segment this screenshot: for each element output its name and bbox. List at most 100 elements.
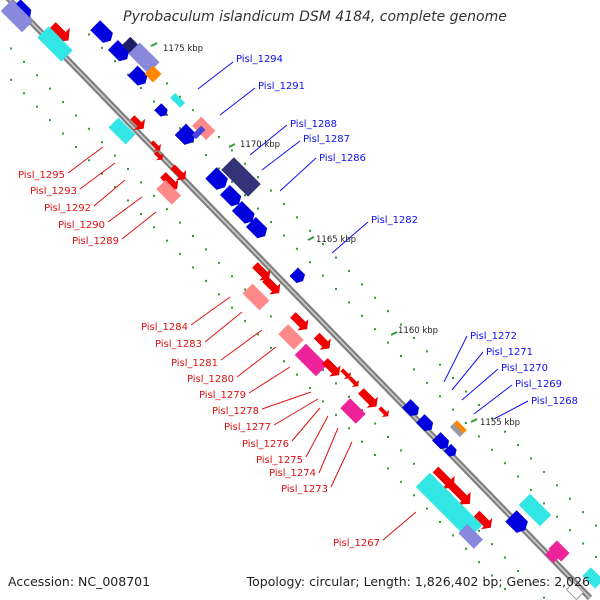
gene-arrow[interactable] bbox=[443, 443, 459, 459]
guide-dot bbox=[36, 105, 38, 108]
gene-arrow[interactable] bbox=[259, 273, 284, 298]
gene-block[interactable] bbox=[191, 125, 206, 140]
gene-block[interactable] bbox=[128, 42, 160, 74]
gene-arrow[interactable] bbox=[432, 432, 452, 452]
gene-label[interactable]: Pisl_1293 bbox=[30, 186, 77, 197]
guide-dot bbox=[439, 521, 441, 524]
gene-label[interactable]: Pisl_1292 bbox=[44, 203, 91, 214]
gene-label[interactable]: Pisl_1289 bbox=[72, 236, 119, 247]
gene-arrow[interactable] bbox=[416, 414, 436, 434]
gene-arrow[interactable] bbox=[471, 508, 496, 533]
gene-label[interactable]: Pisl_1291 bbox=[258, 81, 305, 92]
guide-dot bbox=[205, 279, 207, 282]
guide-dot bbox=[400, 354, 402, 357]
gene-label[interactable]: Pisl_1279 bbox=[199, 390, 246, 401]
gene-label[interactable]: Pisl_1270 bbox=[501, 363, 548, 374]
gene-arrow[interactable] bbox=[219, 184, 244, 209]
gene-label[interactable]: Pisl_1295 bbox=[18, 170, 65, 181]
gene-block[interactable] bbox=[108, 117, 136, 145]
gene-label[interactable]: Pisl_1288 bbox=[290, 119, 337, 130]
gene-arrow[interactable] bbox=[148, 138, 164, 154]
gene-label[interactable]: Pisl_1286 bbox=[319, 153, 366, 164]
gene-arrow[interactable] bbox=[346, 374, 362, 390]
gene-block[interactable] bbox=[144, 65, 162, 83]
gene-arrow[interactable] bbox=[429, 463, 460, 494]
gene-block[interactable] bbox=[450, 420, 467, 437]
gene-label[interactable]: Pisl_1284 bbox=[141, 322, 188, 333]
gene-label[interactable]: Pisl_1276 bbox=[242, 439, 289, 450]
gene-label[interactable]: Pisl_1267 bbox=[333, 538, 380, 549]
gene-arrow[interactable] bbox=[311, 330, 335, 354]
leader-line bbox=[279, 157, 317, 192]
gene-label[interactable]: Pisl_1281 bbox=[171, 358, 218, 369]
gene-arrow[interactable] bbox=[152, 149, 166, 163]
guide-dot bbox=[49, 119, 51, 122]
gene-block[interactable] bbox=[294, 343, 328, 377]
forward-genes bbox=[9, 0, 600, 600]
gene-block[interactable] bbox=[278, 324, 304, 350]
gene-label[interactable]: Pisl_1268 bbox=[531, 396, 578, 407]
gene-block[interactable] bbox=[518, 493, 552, 527]
gene-arrow[interactable] bbox=[445, 479, 476, 510]
gene-label[interactable]: Pisl_1280 bbox=[187, 374, 234, 385]
gene-block[interactable] bbox=[449, 423, 464, 438]
gene-arrow[interactable] bbox=[127, 112, 150, 135]
gene-arrow[interactable] bbox=[154, 103, 170, 119]
gene-arrow[interactable] bbox=[376, 404, 392, 420]
gene-arrow[interactable] bbox=[287, 309, 312, 334]
leader-line bbox=[261, 140, 301, 171]
gene-block[interactable] bbox=[565, 581, 585, 600]
gene-label[interactable]: Pisl_1278 bbox=[212, 406, 259, 417]
guide-dot bbox=[387, 467, 389, 470]
gene-label[interactable]: Pisl_1283 bbox=[155, 339, 202, 350]
gene-block[interactable] bbox=[37, 26, 73, 62]
guide-dot bbox=[361, 314, 363, 317]
gene-arrow[interactable] bbox=[249, 259, 274, 284]
gene-arrow[interactable] bbox=[168, 162, 191, 185]
gene-label[interactable]: Pisl_1294 bbox=[236, 54, 283, 65]
gene-arrow[interactable] bbox=[355, 385, 382, 412]
gene-label[interactable]: Pisl_1287 bbox=[303, 134, 350, 145]
gene-label[interactable]: Pisl_1275 bbox=[256, 455, 303, 466]
gene-arrow[interactable] bbox=[90, 20, 115, 45]
gene-arrow[interactable] bbox=[157, 169, 182, 194]
gene-label[interactable]: Pisl_1273 bbox=[281, 484, 328, 495]
gene-arrow[interactable] bbox=[174, 123, 199, 148]
guide-dot bbox=[179, 221, 181, 224]
gene-arrow[interactable] bbox=[338, 366, 354, 382]
gene-label[interactable]: Pisl_1269 bbox=[515, 379, 562, 390]
gene-block[interactable] bbox=[582, 567, 600, 589]
guide-dot bbox=[465, 547, 467, 550]
gene-label[interactable]: Pisl_1277 bbox=[224, 422, 271, 433]
gene-block[interactable] bbox=[242, 283, 270, 311]
guide-dot bbox=[140, 87, 142, 90]
gene-block[interactable] bbox=[458, 523, 484, 549]
guide-dot bbox=[348, 301, 350, 304]
leader-line bbox=[382, 511, 417, 541]
gene-block[interactable] bbox=[0, 0, 34, 33]
guide-dot bbox=[88, 127, 90, 130]
guide-dot bbox=[205, 154, 207, 157]
gene-label[interactable]: Pisl_1290 bbox=[58, 220, 105, 231]
gene-arrow[interactable] bbox=[107, 39, 132, 64]
gene-arrow[interactable] bbox=[319, 355, 344, 380]
tick-mark bbox=[150, 42, 158, 47]
gene-arrow[interactable] bbox=[245, 216, 270, 241]
gene-label[interactable]: Pisl_1271 bbox=[486, 347, 533, 358]
gene-arrow[interactable] bbox=[289, 267, 308, 286]
gene-label[interactable]: Pisl_1274 bbox=[269, 468, 316, 479]
gene-arrow[interactable] bbox=[402, 399, 422, 419]
gene-block[interactable] bbox=[221, 157, 261, 197]
gene-label[interactable]: Pisl_1282 bbox=[371, 215, 418, 226]
gene-arrow[interactable] bbox=[231, 200, 257, 226]
gene-arrow[interactable] bbox=[505, 510, 530, 535]
gene-block[interactable] bbox=[156, 179, 182, 205]
gene-block[interactable] bbox=[170, 92, 186, 108]
gene-label[interactable]: Pisl_1272 bbox=[470, 331, 517, 342]
gene-block[interactable] bbox=[415, 472, 483, 540]
gene-block[interactable] bbox=[548, 540, 570, 562]
gene-arrow[interactable] bbox=[46, 18, 76, 48]
gene-block[interactable] bbox=[340, 398, 366, 424]
gene-block[interactable] bbox=[544, 548, 560, 564]
